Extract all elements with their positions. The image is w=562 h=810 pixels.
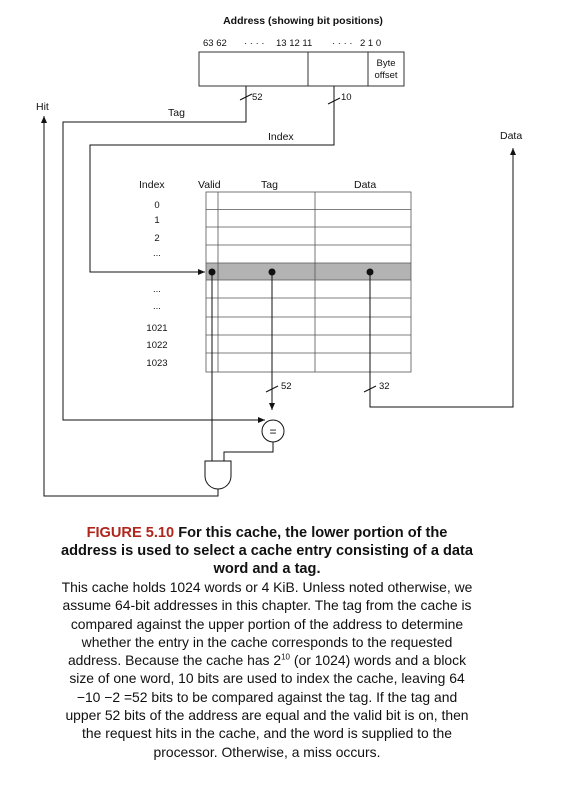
column-header-index: Index xyxy=(139,179,165,191)
data-output-label: Data xyxy=(500,130,522,142)
caption-heading: For this cache, the lower portion of the… xyxy=(60,525,474,577)
caption-superscript: 10 xyxy=(281,652,290,662)
cache-table xyxy=(205,191,412,373)
row-label: 1021 xyxy=(146,323,167,334)
cache-diagram: Address (showing bit positions) 63 62 · … xyxy=(36,15,522,497)
column-header-tag: Tag xyxy=(261,179,278,191)
caption-body: This cache holds 1024 words or 4 KiB. Un… xyxy=(58,578,476,761)
row-label: ... xyxy=(153,301,161,312)
address-bits-left: 63 62 xyxy=(203,38,227,49)
row-label: 1022 xyxy=(146,340,167,351)
row-label: 2 xyxy=(154,233,159,244)
stored-tag-wire xyxy=(265,268,279,410)
row-label: ... xyxy=(153,248,161,259)
row-label: ... xyxy=(153,284,161,295)
figure-caption: FIGURE 5.10 For this cache, the lower po… xyxy=(58,524,476,761)
tag-wire xyxy=(62,86,265,423)
index-width-label: 10 xyxy=(341,92,352,103)
row-label: 1 xyxy=(154,215,159,226)
index-label: Index xyxy=(268,131,294,143)
row-label: 0 xyxy=(154,200,159,211)
address-title: Address (showing bit positions) xyxy=(223,15,383,27)
valid-wire xyxy=(208,268,216,461)
tag-comparator: = xyxy=(261,419,285,443)
caption-body-part-2: (or 1024) words and a block size of one … xyxy=(65,652,469,760)
compare-result-wire xyxy=(223,442,274,461)
address-bits-mid: 13 12 11 xyxy=(276,38,312,49)
caption-body-part-1: This cache holds 1024 words or 4 KiB. Un… xyxy=(61,579,473,669)
comparator-symbol: = xyxy=(269,425,276,439)
column-header-data: Data xyxy=(354,179,376,191)
address-dots-2: · · · · xyxy=(332,38,353,49)
byte-offset-label-1: Byte xyxy=(376,58,395,69)
tag-width-label: 52 xyxy=(252,92,263,103)
address-dots-1: · · · · xyxy=(244,38,265,49)
data-width-label: 32 xyxy=(379,381,390,392)
address-bits-right: 2 1 0 xyxy=(360,38,381,49)
tag-label: Tag xyxy=(168,107,185,119)
hit-wire xyxy=(41,116,219,497)
column-header-valid: Valid xyxy=(198,179,221,191)
figure-number: FIGURE 5.10 xyxy=(86,525,175,541)
compare-width-label: 52 xyxy=(281,381,292,392)
index-wire xyxy=(89,86,341,275)
and-gate xyxy=(204,460,232,490)
caption-heading-block: FIGURE 5.10 For this cache, the lower po… xyxy=(58,524,476,578)
row-label: 1023 xyxy=(146,358,167,369)
selected-row xyxy=(206,263,411,280)
hit-label: Hit xyxy=(36,101,49,113)
address-register xyxy=(198,51,405,87)
data-wire xyxy=(363,148,516,408)
byte-offset-label-2: offset xyxy=(374,70,397,81)
